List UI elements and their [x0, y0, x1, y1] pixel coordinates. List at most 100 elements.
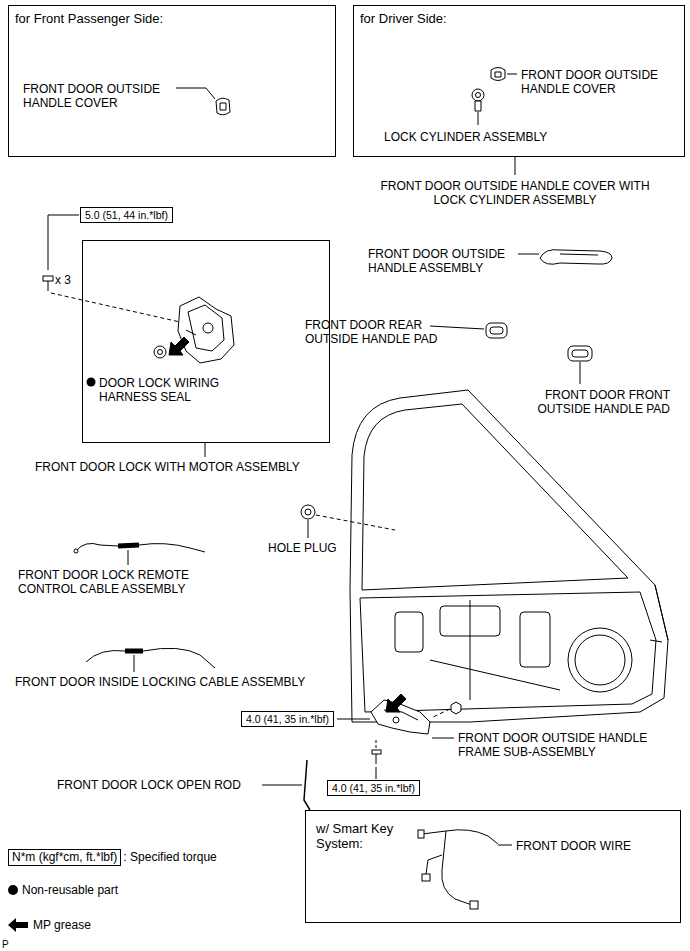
part-label: FRONT DOOR LOCK OPEN ROD	[57, 778, 241, 792]
part-label: FRONT DOOR OUTSIDE HANDLE COVER	[23, 82, 183, 110]
dashed-line	[376, 740, 377, 749]
handle-pad-icon	[568, 346, 592, 361]
leader-line	[48, 215, 79, 270]
door-wire-icon	[470, 901, 478, 909]
leader-line	[518, 254, 539, 255]
door-speaker-hole	[568, 628, 632, 692]
part-label: DOOR LOCK WIRING HARNESS SEAL	[99, 376, 249, 404]
legend-text: Non-reusable part	[22, 883, 118, 897]
door-lock-icon	[188, 305, 224, 351]
torque-box: 4.0 (41, 35 in.*lbf)	[241, 711, 334, 727]
grease-arrow	[8, 918, 28, 932]
non-reusable-mark	[8, 885, 18, 895]
handle-pad-icon	[490, 327, 503, 334]
part-label: FRONT DOOR FRONT OUTSIDE HANDLE PAD	[510, 388, 670, 416]
part-label: FRONT DOOR OUTSIDE HANDLE FRAME SUB-ASSE…	[458, 731, 683, 759]
cable-icon	[139, 544, 205, 552]
part-label: P	[2, 938, 9, 951]
door-inner-panel	[360, 592, 656, 712]
part-label: FRONT DOOR LOCK WITH MOTOR ASSEMBLY	[35, 460, 300, 474]
handle-frame-icon	[393, 717, 399, 723]
legend-text: : Specified torque	[123, 850, 216, 864]
outside-handle-icon	[560, 254, 598, 255]
leader-line	[498, 845, 512, 846]
cable-icon	[76, 543, 118, 551]
group-heading: w/ Smart Key System:	[316, 821, 411, 851]
outside-handle-icon	[540, 250, 612, 265]
group-line	[205, 443, 206, 457]
cable-icon	[118, 545, 139, 546]
dashed-line	[51, 293, 180, 322]
torque-value: 4.0 (41, 35 in.*lbf)	[246, 712, 329, 726]
hole-plug-icon	[301, 505, 315, 519]
screw-icon	[376, 754, 377, 764]
window-regulator	[470, 600, 471, 700]
grease-arrow	[386, 694, 406, 712]
door-window-frame	[362, 404, 628, 590]
grease-arrow	[169, 337, 189, 355]
screw-icon	[372, 750, 381, 754]
handle-cover-icon	[491, 68, 505, 81]
lock-cylinder-icon	[476, 93, 481, 98]
torque-box: 4.0 (41, 35 in.*lbf)	[327, 780, 420, 796]
group-heading: for Driver Side:	[360, 11, 447, 26]
leader-line	[176, 88, 215, 99]
leader-line	[580, 362, 581, 384]
door-lock-icon	[186, 330, 196, 335]
door-lock-icon	[178, 297, 234, 363]
part-label: FRONT DOOR INSIDE LOCKING CABLE ASSEMBLY	[15, 675, 305, 689]
part-label: HOLE PLUG	[268, 541, 337, 555]
group-heading: for Front Passenger Side:	[15, 11, 163, 26]
bolt-icon	[48, 281, 49, 291]
leader-line	[128, 550, 129, 565]
cable-icon	[86, 650, 125, 662]
lock-cylinder-icon	[472, 89, 484, 101]
cable-icon	[74, 549, 78, 553]
handle-pad-icon	[486, 323, 507, 338]
lock-cylinder-icon	[475, 101, 481, 111]
door-wire-icon	[422, 874, 430, 881]
bolt-icon	[43, 276, 53, 281]
part-label: LOCK CYLINDER ASSEMBLY	[384, 130, 547, 144]
hole-plug-icon	[305, 509, 311, 515]
harness-seal-icon	[154, 346, 166, 358]
part-label: x 3	[55, 273, 71, 287]
handle-cover-icon	[495, 72, 501, 77]
dashed-line	[431, 709, 450, 718]
door-panel	[350, 390, 668, 722]
window-regulator	[430, 660, 560, 690]
torque-value: 5.0 (51, 44 in.*lbf)	[85, 208, 168, 222]
leader-line	[262, 785, 302, 786]
part-label: FRONT DOOR OUTSIDE HANDLE ASSEMBLY	[368, 247, 528, 275]
part-label: FRONT DOOR REAR OUTSIDE HANDLE PAD	[305, 318, 465, 346]
handle-cover-icon	[216, 98, 230, 115]
leader-line	[507, 74, 517, 75]
leader-line	[478, 112, 479, 125]
torque-box: 5.0 (51, 44 in.*lbf)	[80, 207, 173, 223]
legend-text: MP grease	[33, 918, 91, 932]
leader-line	[376, 767, 377, 779]
door-wire-icon	[426, 855, 442, 874]
nut-icon	[451, 702, 461, 714]
group-frame: DOOR LOCK WIRING HARNESS SEAL	[82, 240, 330, 443]
group-frame: for Driver Side: FRONT DOOR OUTSIDE HANDL…	[353, 5, 685, 157]
leader-line	[308, 520, 309, 538]
door-service-hole	[520, 612, 550, 667]
door-wire-icon	[418, 830, 424, 838]
group-line	[515, 157, 516, 175]
dashed-line	[316, 515, 395, 530]
handle-cover-icon	[220, 103, 226, 110]
part-label: FRONT DOOR OUTSIDE HANDLE COVER	[521, 68, 681, 96]
leader-line	[432, 738, 454, 739]
group-frame: w/ Smart Key System:FRONT DOOR WIRE	[305, 810, 681, 923]
leader-line	[430, 326, 484, 329]
door-wire-icon	[422, 830, 498, 844]
door-wire-icon	[442, 831, 472, 905]
cable-icon	[143, 648, 215, 668]
torque-value: 4.0 (41, 35 in.*lbf)	[332, 781, 415, 795]
handle-pad-icon	[572, 350, 588, 357]
part-label: FRONT DOOR LOCK REMOTE CONTROL CABLE ASS…	[18, 568, 218, 596]
door-hinge	[650, 640, 662, 642]
